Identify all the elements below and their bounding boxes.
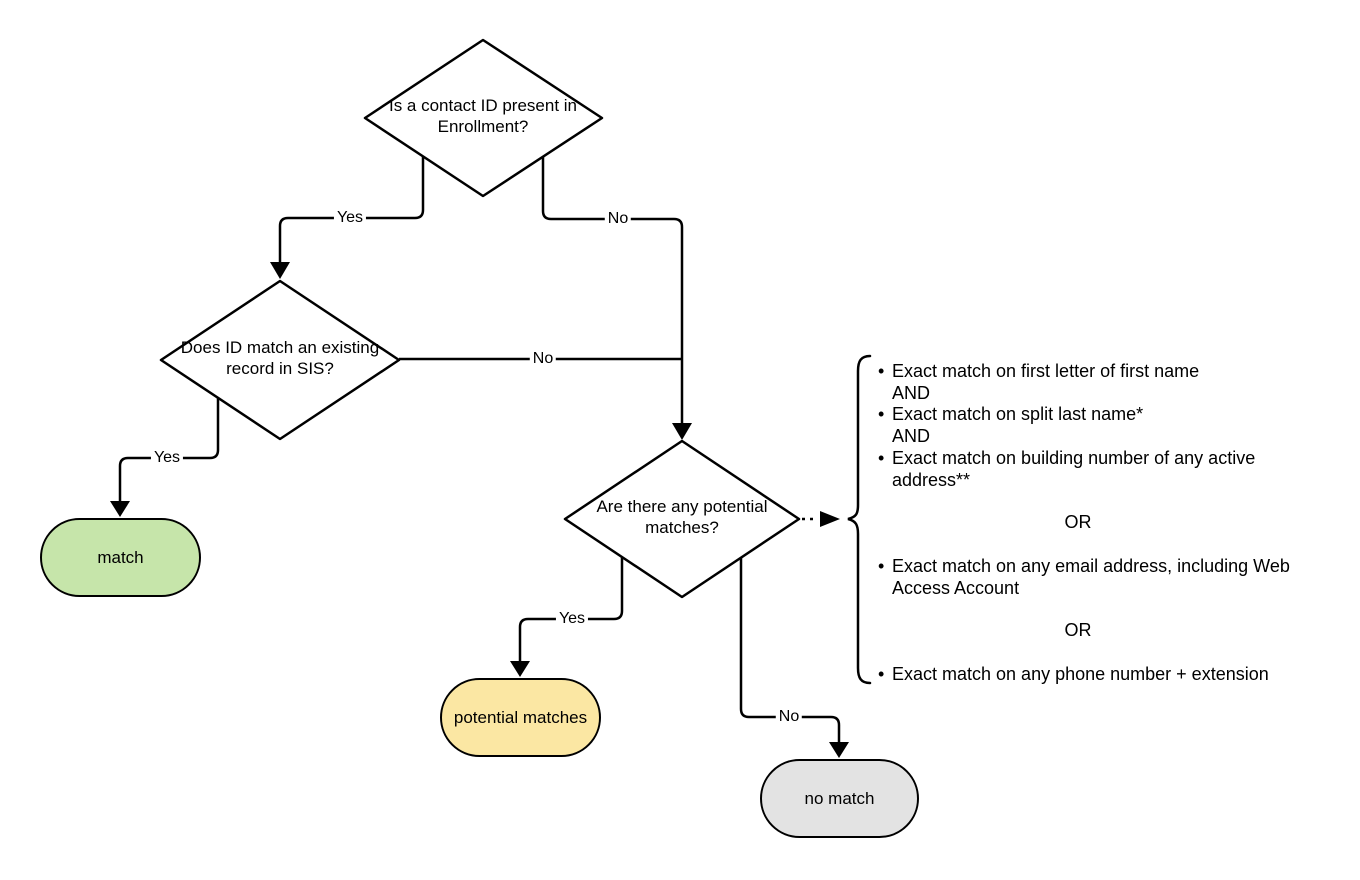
bullet-dot: • [878,447,885,468]
criteria-text: Exact match on any email address, includ… [892,555,1290,576]
arrowhead [672,423,692,440]
criteria-or: OR [1064,512,1092,533]
edge-label-potential-yes: Yes [555,610,589,628]
criteria-text: Access Account [892,577,1020,598]
arrowhead [110,501,130,517]
criteria-text: Exact match on split last name* [892,404,1144,425]
criteria-text: address** [892,469,971,490]
terminal-match: match [40,518,201,597]
arrowhead [510,661,530,677]
bullet-dot: • [878,555,885,576]
decision-sis-diamond [159,279,401,441]
edge-label-potential-no: No [775,708,803,726]
bullet-dot: • [878,664,885,685]
edge-label-sis-no: No [529,350,557,368]
criteria-text: Exact match on any phone number + extens… [892,664,1269,685]
criteria-bullet: • Exact match on any phone number + exte… [878,664,1298,686]
arrowhead [270,262,290,279]
criteria-conjunction: AND [892,382,931,403]
criteria-list: • Exact match on first letter of first n… [878,361,1298,686]
arrowhead-right [820,511,840,527]
criteria-text: Exact match on building number of any ac… [892,447,1256,468]
edge-potential-yes [518,557,624,661]
decision-potential-diamond [563,439,801,599]
edge-label-enrollment-no: No [604,210,632,228]
decision-enrollment-diamond [363,38,604,198]
edge-label-sis-yes: Yes [150,449,184,467]
bullet-dot: • [878,404,885,425]
criteria-conjunction: AND [892,426,931,447]
terminal-no-match-label: no match [804,788,875,808]
criteria-bullet: • Exact match on building number of any … [878,448,1298,491]
criteria-or: OR [1064,620,1092,641]
criteria-text: Exact match on first letter of first nam… [892,361,1200,381]
terminal-potential-matches: potential matches [440,678,601,757]
arrowhead [829,742,849,758]
terminal-match-label: match [97,547,144,567]
criteria-bullet: • Exact match on split last name* AND [878,404,1298,447]
terminal-potential-matches-label: potential matches [453,707,588,727]
curly-brace [847,354,872,685]
bullet-dot: • [878,361,885,381]
decision-potential-label: Are there any potential matches? [596,497,768,537]
edge-label-enrollment-yes: Yes [333,209,367,227]
edge-enrollment-no [541,157,684,423]
criteria-bullet: • Exact match on any email address, incl… [878,556,1298,599]
decision-enrollment-label: Is a contact ID present in Enrollment? [388,96,578,136]
terminal-no-match: no match [760,759,919,838]
decision-sis-label: Does ID match an existing record in SIS? [180,338,380,378]
criteria-bullet: • Exact match on first letter of first n… [878,361,1298,404]
